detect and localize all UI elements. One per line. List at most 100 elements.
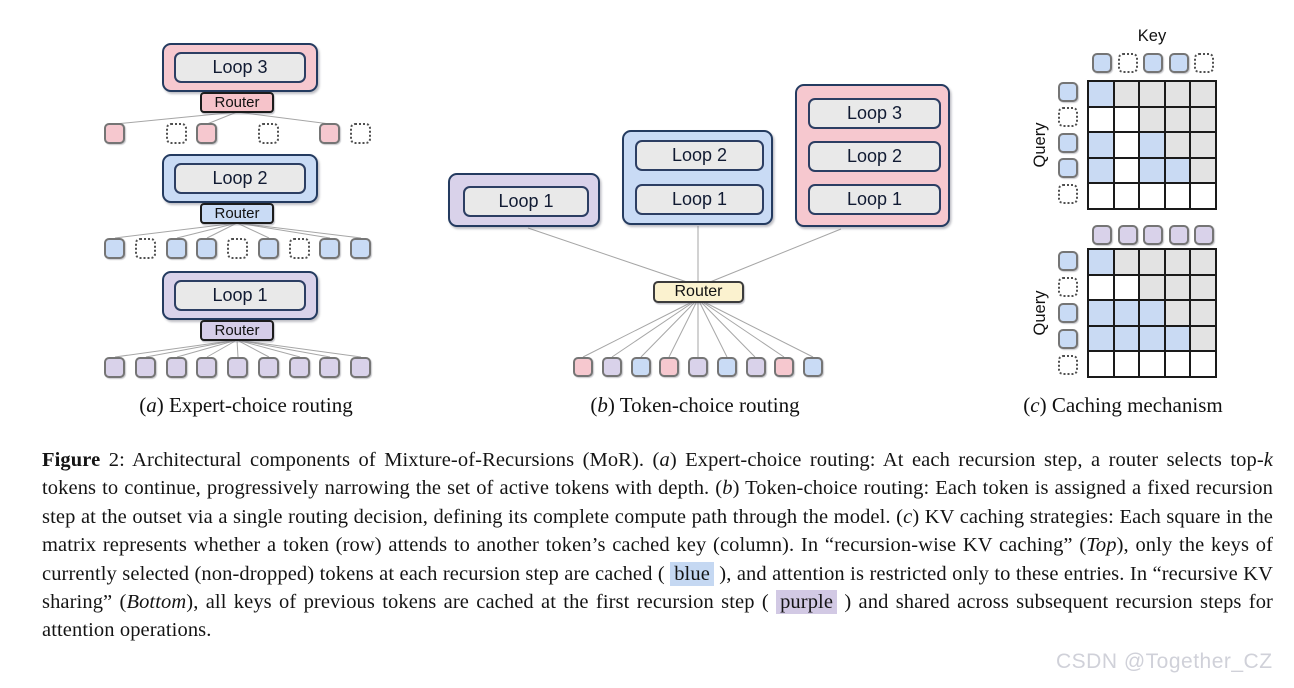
matrix-cell-r2c4-grey (1165, 275, 1190, 300)
matrix-cell-r1c2-grey (1114, 82, 1139, 106)
matrix-cell-r4c5-grey (1191, 158, 1215, 183)
token-dropped (1194, 53, 1214, 73)
token-dropped (1058, 277, 1078, 297)
token-row-after-loop2 (104, 238, 372, 260)
matrix-cell-r2c2-white (1114, 107, 1139, 132)
loop2-label: Loop 2 (174, 163, 306, 194)
token-blue (1058, 329, 1078, 349)
token-purple (1092, 225, 1112, 245)
token-purple (350, 357, 371, 378)
matrix-cell-r3c3-blue (1140, 133, 1164, 157)
loop1-block: Loop 1 (162, 271, 318, 320)
token-dropped (1058, 183, 1078, 204)
token-purple (745, 357, 766, 377)
token-dropped (288, 238, 310, 259)
text-segment: Figure (42, 449, 101, 471)
watermark: CSDN @Together_CZ (1056, 650, 1273, 673)
text-segment: b (722, 477, 733, 500)
token-dropped (350, 123, 371, 144)
attention-matrix-recursive-sharing (1087, 248, 1217, 378)
depth3-block: Loop 3 Loop 2 Loop 1 (795, 84, 950, 227)
text-segment: ) Token-choice routing (607, 393, 800, 417)
token-purple (288, 357, 310, 378)
matrix-cell-r2c4-grey (1165, 107, 1190, 132)
matrix-cell-r5c1-white (1089, 352, 1113, 376)
matrix-cell-r3c5-grey (1191, 133, 1215, 157)
matrix-cell-r2c1-white (1089, 107, 1113, 132)
text-segment: blue (670, 561, 714, 586)
text-segment: ), and attention is restricted only to t… (42, 562, 1273, 614)
token-purple (1143, 225, 1163, 245)
matrix-cell-r1c5-grey (1191, 82, 1215, 106)
matrix-cell-r5c5-white (1191, 352, 1215, 376)
matrix-cell-r4c5-grey (1191, 326, 1215, 351)
matrix-cell-r4c4-blue (1165, 326, 1190, 351)
query-tokens-bottom (1058, 251, 1078, 375)
token-blue (1058, 132, 1078, 153)
text-segment: ) KV caching strategies: Each square in … (42, 505, 1273, 557)
matrix-cell-r1c1-blue (1089, 250, 1113, 274)
token-dropped (257, 123, 279, 144)
matrix-cell-r2c5-grey (1191, 275, 1215, 300)
matrix-cell-r3c5-grey (1191, 301, 1215, 325)
token-pink (104, 123, 125, 144)
text-segment: c (903, 505, 913, 528)
token-blue (319, 238, 341, 259)
depth2-loop1-label: Loop 1 (635, 184, 764, 215)
matrix-cell-r4c2-blue (1114, 326, 1139, 351)
token-dropped (134, 238, 156, 259)
token-blue (1058, 158, 1078, 179)
token-blue (257, 238, 279, 259)
depth3-loop2-label: Loop 2 (808, 141, 941, 172)
token-dropped (227, 238, 248, 259)
figure-caption: Figure 2: Architectural components of Mi… (42, 446, 1273, 645)
key-tokens-top (1092, 53, 1214, 73)
token-pink (196, 123, 218, 144)
token-purple (196, 357, 218, 378)
matrix-cell-r1c2-grey (1114, 250, 1139, 274)
matrix-cell-r1c4-grey (1165, 250, 1190, 274)
text-segment: Top (1086, 534, 1117, 557)
loop3-label: Loop 3 (174, 52, 306, 83)
text-segment: ), only the keys of currently selected (… (42, 534, 1273, 585)
matrix-cell-r1c3-grey (1140, 250, 1164, 274)
token-purple (1168, 225, 1189, 245)
token-blue (1092, 53, 1112, 73)
token-pink (659, 357, 680, 377)
matrix-cell-r5c2-white (1114, 352, 1139, 376)
text-segment: a (146, 393, 157, 417)
matrix-cell-r1c3-grey (1140, 82, 1164, 106)
depth3-loop3-label: Loop 3 (808, 98, 941, 129)
panel-b-caption: (b) Token-choice routing (545, 393, 845, 418)
query-axis-label-top: Query (1031, 122, 1049, 168)
matrix-cell-r3c2-blue (1114, 301, 1139, 325)
text-segment: tokens to continue, progressively narrow… (42, 477, 723, 500)
matrix-cell-r3c2-white (1114, 133, 1139, 157)
token-dropped (1058, 107, 1078, 128)
token-purple (601, 357, 622, 377)
matrix-cell-r2c1-white (1089, 275, 1113, 300)
matrix-cell-r5c4-white (1165, 184, 1190, 208)
text-segment: c (1030, 393, 1040, 417)
loop2-block: Loop 2 (162, 154, 318, 203)
matrix-cell-r1c5-grey (1191, 250, 1215, 274)
text-segment: k (1263, 449, 1273, 471)
matrix-cell-r3c3-blue (1140, 301, 1164, 325)
matrix-cell-r5c3-white (1140, 184, 1164, 208)
router-recursion1: Router (200, 320, 274, 341)
token-blue (716, 357, 737, 377)
matrix-cell-r4c3-blue (1140, 158, 1164, 183)
matrix-cell-r2c3-grey (1140, 275, 1164, 300)
matrix-cell-r5c4-white (1165, 352, 1190, 376)
token-purple (165, 357, 187, 378)
loop3-block: Loop 3 (162, 43, 318, 92)
query-axis-label-bottom: Query (1031, 290, 1049, 336)
depth3-loop1-label: Loop 1 (808, 184, 941, 215)
token-purple (1194, 225, 1214, 245)
token-blue (1058, 82, 1078, 102)
text-segment: a (659, 449, 670, 471)
connector-lines (114, 111, 842, 358)
token-purple (257, 357, 279, 378)
matrix-cell-r4c3-blue (1140, 326, 1164, 351)
token-purple (134, 357, 156, 378)
